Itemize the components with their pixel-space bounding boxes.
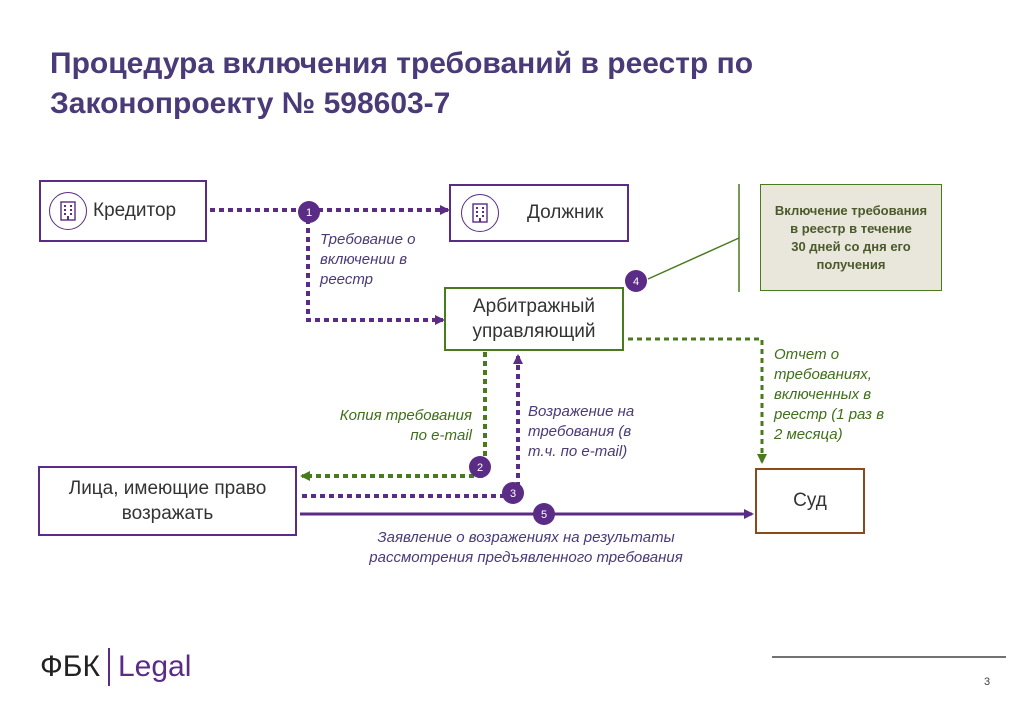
objectors-label-line-1: Лица, имеющие право: [68, 478, 267, 499]
step-marker-1: 1: [298, 201, 320, 223]
objection-label-line-1: Возражение на: [528, 403, 635, 420]
report-label-line-5: 2 месяца): [774, 426, 843, 443]
arrow-claim-to-manager: [306, 210, 445, 325]
objection-label-line-2: требования (в: [528, 423, 632, 440]
note-line-1: Включение требования: [774, 202, 928, 218]
step-marker-4: 4: [625, 270, 647, 292]
svg-text:3: 3: [510, 488, 516, 500]
svg-text:5: 5: [541, 509, 547, 521]
court-label: Суд: [793, 490, 827, 511]
claim-label: Требование о включении в реестр: [320, 230, 415, 290]
claim-label-line-2: включении в: [320, 251, 408, 268]
brand-legal: Legal: [117, 650, 192, 683]
claim-label-line-3: реестр: [320, 271, 374, 288]
brand-logo: ФБК Legal: [40, 648, 191, 686]
note-line-4: получения: [816, 256, 886, 272]
building-icon: [49, 192, 87, 230]
objectors-label-line-2: возражать: [121, 503, 214, 524]
report-label-line-1: Отчет о: [774, 346, 840, 363]
claim-label-line-1: Требование о: [320, 231, 416, 248]
brand-fbk: ФБК: [40, 650, 100, 683]
note-line-3: 30 дней со дня его: [791, 238, 911, 254]
manager-label-line-2: управляющий: [472, 321, 596, 342]
statement-label: Заявление о возражениях на результаты ра…: [320, 528, 732, 568]
page-number: 3: [984, 676, 991, 688]
step-marker-3: 3: [502, 482, 524, 504]
svg-text:1: 1: [306, 207, 312, 219]
brand-separator: [107, 648, 110, 686]
court-node: Суд: [755, 468, 865, 534]
manager-label-line-1: Арбитражный: [472, 296, 596, 317]
report-label-line-3: включенных в: [774, 386, 872, 403]
svg-text:4: 4: [633, 276, 639, 288]
copy-label-line-2: по e-mail: [410, 427, 472, 444]
statement-label-line-1: Заявление о возражениях на результаты: [377, 529, 675, 546]
note-leader: [647, 237, 740, 280]
arbitration-manager-node: Арбитражный управляющий: [444, 287, 624, 351]
copy-label-line-1: Копия требования: [339, 407, 472, 424]
title-line-1: Процедура включения требований в реестр …: [50, 47, 754, 80]
arrow-report-to-court: [628, 337, 767, 464]
report-label-line-4: реестр (1 раз в: [774, 406, 885, 423]
arrow-copy-to-objectors: [300, 352, 487, 481]
debtor-label: Должник: [527, 202, 604, 223]
objection-label: Возражение на требования (в т.ч. по e-ma…: [528, 402, 634, 462]
step-marker-2: 2: [469, 456, 491, 478]
report-label: Отчет о требованиях, включенных в реестр…: [774, 345, 884, 445]
svg-text:2: 2: [477, 462, 483, 474]
report-label-line-2: требованиях,: [774, 366, 872, 383]
page-title: Процедура включения требований в реестр …: [50, 44, 950, 124]
deadline-note: Включение требования в реестр в течение …: [760, 184, 942, 291]
building-icon: [461, 194, 499, 232]
copy-label: Копия требования по e-mail: [300, 406, 472, 446]
creditor-label: Кредитор: [93, 200, 177, 221]
note-line-2: в реестр в течение: [790, 220, 912, 236]
creditor-node: Кредитор: [39, 180, 207, 242]
statement-label-line-2: рассмотрения предъявленного требования: [369, 549, 683, 566]
objectors-node: Лица, имеющие право возражать: [38, 466, 297, 536]
debtor-node: Должник: [449, 184, 629, 242]
objection-label-line-3: т.ч. по e-mail): [528, 443, 628, 460]
title-line-2: Законопроекту № 598603-7: [50, 87, 451, 120]
step-marker-5: 5: [533, 503, 555, 525]
